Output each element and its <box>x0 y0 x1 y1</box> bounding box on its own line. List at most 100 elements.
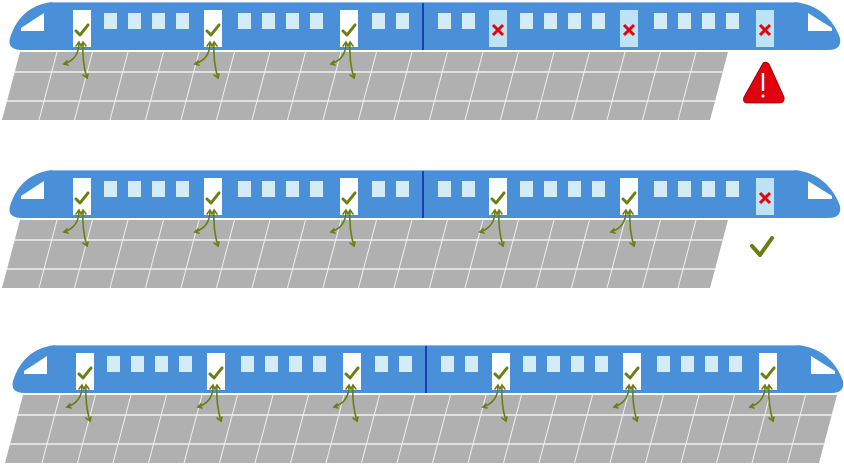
arrow-out <box>482 385 499 408</box>
arrow-head <box>62 60 69 66</box>
window <box>286 13 299 29</box>
platform-tile-line <box>112 394 132 464</box>
platform-tile-line <box>290 394 309 464</box>
arrow-head <box>329 228 336 234</box>
window <box>128 13 141 29</box>
window <box>104 13 117 29</box>
window <box>286 181 299 197</box>
arrow-down <box>82 42 88 79</box>
arrow-head <box>481 403 488 409</box>
arrow-head <box>347 208 354 215</box>
platform-surface <box>5 395 837 463</box>
passenger-flow-arrows-icon <box>329 208 356 248</box>
platform-tile-line <box>464 51 484 121</box>
platform-tile-line <box>396 394 416 464</box>
passenger-flow-arrows-icon <box>62 208 89 248</box>
platform-tile-line <box>322 219 342 289</box>
door <box>73 178 91 215</box>
arrow-down <box>213 42 219 79</box>
arrow-down <box>82 210 88 247</box>
arrow-out <box>197 385 214 408</box>
window <box>544 181 557 197</box>
platform-tile-line <box>716 394 735 464</box>
passenger-flow-arrows-icon <box>329 40 356 80</box>
cross-icon <box>622 23 636 37</box>
window <box>241 356 254 372</box>
check-icon <box>77 366 93 380</box>
check-icon <box>750 236 774 257</box>
platform-tile-line <box>680 394 700 464</box>
arrow-down <box>85 385 91 422</box>
arrow-down <box>632 385 638 422</box>
platform-tile-line <box>538 394 558 464</box>
arrow-head <box>196 403 203 409</box>
platform-tile-line <box>429 51 448 121</box>
arrow-head <box>193 228 200 234</box>
arrow-head <box>82 241 89 248</box>
platform-tile-line <box>216 219 235 289</box>
platform-tile-line <box>642 51 661 121</box>
passenger-flow-arrows-icon <box>609 208 636 248</box>
window <box>155 356 168 372</box>
window <box>595 356 608 372</box>
arrow-head <box>622 208 629 215</box>
door-1-open <box>65 353 94 423</box>
platform <box>5 394 837 464</box>
window <box>289 356 302 372</box>
train <box>12 345 844 423</box>
window <box>262 181 275 197</box>
door-2-open <box>196 353 225 423</box>
arrow-head <box>761 383 768 390</box>
arrow-head <box>491 208 498 215</box>
window <box>544 13 557 29</box>
arrow-out <box>66 385 83 408</box>
platform-tile-line <box>254 394 274 464</box>
arrow-out <box>330 210 347 233</box>
window <box>372 13 385 29</box>
arrow-head <box>748 403 755 409</box>
check-icon <box>208 366 224 380</box>
arrow-head <box>213 241 220 248</box>
passenger-flow-arrows-icon <box>62 40 89 80</box>
arrow-head <box>332 403 339 409</box>
check-icon <box>344 366 360 380</box>
window <box>396 181 409 197</box>
passenger-flow-arrows-icon <box>193 208 220 248</box>
scenario-short-platform-all-doors-listed <box>2 2 841 121</box>
arrow-out <box>330 42 347 65</box>
front-window-right <box>808 13 832 31</box>
platform-tile-line <box>571 219 590 289</box>
arrow-head <box>501 416 508 423</box>
platform-tile-line <box>500 51 519 121</box>
arrow-head <box>80 40 87 47</box>
window <box>462 13 475 29</box>
check-icon <box>341 23 357 37</box>
platform <box>2 219 728 289</box>
arrow-head <box>478 228 485 234</box>
door-5-closed <box>620 10 638 47</box>
arrow-head <box>766 383 773 390</box>
cross-icon <box>491 23 505 37</box>
window <box>310 13 323 29</box>
arrow-head <box>82 73 89 80</box>
window <box>372 181 385 197</box>
scenario-full-platform-all-doors-open <box>5 345 844 464</box>
platform-tile-line <box>145 51 164 121</box>
check-icon <box>490 191 506 205</box>
arrow-head <box>206 208 213 215</box>
arrow-head <box>83 383 90 390</box>
front-window-right <box>808 181 832 199</box>
arrow-head <box>62 228 69 234</box>
arrow-head <box>349 73 356 80</box>
arrow-down <box>629 210 635 247</box>
arrow-out <box>479 210 496 233</box>
scenario-short-platform-last-door-closed <box>2 170 841 289</box>
arrow-head <box>80 208 87 215</box>
arrow-head <box>627 208 634 215</box>
window <box>238 181 251 197</box>
arrow-head <box>349 241 356 248</box>
arrow-head <box>85 416 92 423</box>
window <box>104 181 117 197</box>
